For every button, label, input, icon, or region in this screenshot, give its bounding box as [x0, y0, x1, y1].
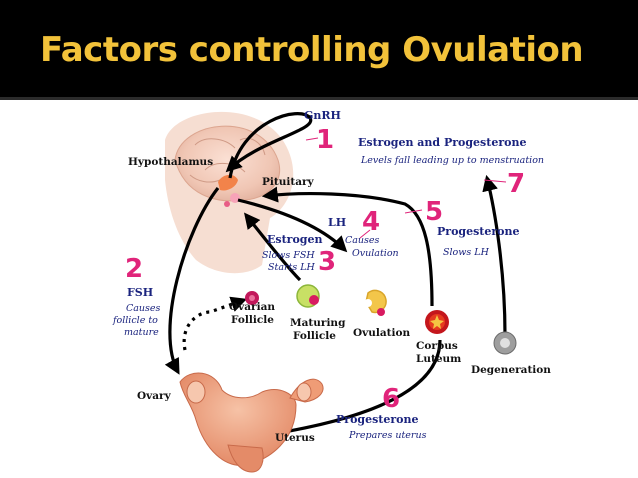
ovulation-label: Ovulation [353, 327, 411, 339]
ovulation-control-diagram: 1 2 3 4 5 6 7 GnRH Estrogen and Progeste… [112, 109, 551, 473]
gnrh-label: GnRH [304, 109, 341, 122]
fsh-label: FSH [127, 286, 153, 299]
gnrh-arrow [225, 112, 313, 179]
progesterone-uterus-arrow [268, 339, 442, 440]
uterus-ovary-illustration [179, 372, 324, 473]
ovarian-follicle-label-line2: Follicle [231, 314, 274, 326]
degeneration-arrow [482, 174, 507, 336]
lh-note-line1: Causes [345, 235, 380, 246]
progesterone-feedback-arrow [261, 186, 434, 307]
ovulation-follicle-icon [364, 289, 387, 316]
step-number-6: 6 [382, 384, 400, 414]
progesterone-note-top: Slows LH [443, 247, 490, 258]
fsh-note-line1: Causes [126, 303, 161, 314]
fsh-note-line2: follicle to [112, 315, 158, 326]
pink-callout-lines [305, 137, 507, 239]
step-number-3: 3 [318, 247, 336, 277]
maturing-follicle-icon [296, 284, 320, 308]
corpus-luteum-label-line2: Luteum [416, 353, 461, 365]
ovarian-follicle-icon [245, 291, 259, 305]
hypothalamus-label: Hypothalamus [128, 156, 213, 168]
pituitary-label: Pituitary [262, 176, 315, 188]
follicle-development-arrow [182, 296, 248, 351]
lh-note-line2: Ovulation [352, 248, 399, 259]
ovary-label: Ovary [137, 390, 172, 402]
progesterone-label-top: Progesterone [437, 225, 520, 238]
step-number-1: 1 [316, 125, 334, 155]
estrogen-arrow [244, 212, 302, 282]
title-bar: Factors controlling Ovulation [0, 0, 638, 100]
step-number-4: 4 [362, 207, 380, 237]
fsh-arrow [164, 187, 220, 375]
pituitary-gland-icon [218, 174, 240, 207]
slide-title: Factors controlling Ovulation [40, 30, 584, 70]
progesterone-label-bottom: Progesterone [336, 413, 419, 426]
lh-label: LH [328, 216, 346, 229]
corpus-luteum-icon [425, 310, 449, 334]
maturing-follicle-label-line1: Maturing [290, 317, 346, 329]
title-divider [0, 97, 638, 100]
corpus-luteum-label-line1: Corpus [416, 340, 458, 352]
estrogen-progesterone-label: Estrogen and Progesterone [358, 136, 526, 149]
estrogen-label: Estrogen [267, 233, 322, 246]
step-number-7: 7 [507, 169, 525, 199]
estrogen-note-line1: Slows FSH [262, 250, 315, 261]
step-number-2: 2 [125, 254, 143, 284]
lh-arrow [237, 198, 348, 253]
estrogen-note-line2: Starts LH [268, 262, 316, 273]
uterus-label: Uterus [275, 432, 315, 444]
estrogen-progesterone-note: Levels fall leading up to menstruation [360, 155, 544, 166]
degeneration-label: Degeneration [471, 364, 551, 376]
fsh-note-line3: mature [124, 327, 159, 338]
feedback-arrows [164, 112, 507, 440]
maturing-follicle-label-line2: Follicle [293, 330, 336, 342]
progesterone-note-bottom: Prepares uterus [348, 430, 427, 441]
ovarian-follicle-label-line1: Ovarian [229, 301, 275, 313]
degeneration-icon [493, 331, 517, 355]
step-number-5: 5 [425, 197, 443, 227]
